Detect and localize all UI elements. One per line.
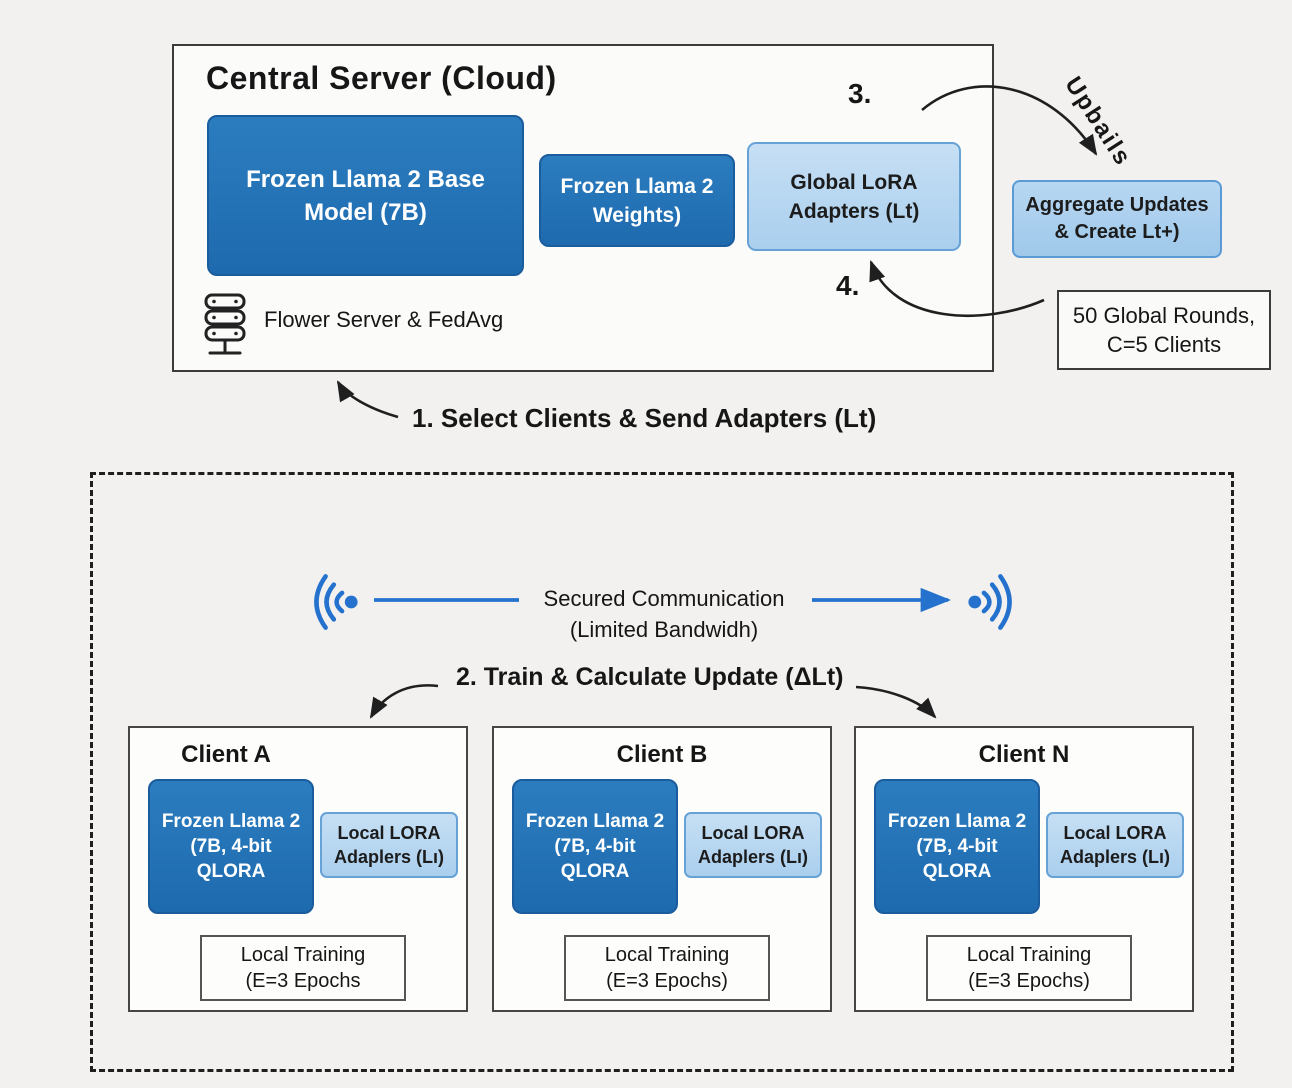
global-lora-adapters-box: Global LoRA Adapters (Lt) (747, 142, 961, 251)
client-n-model-box: Frozen Llama 2 (7B, 4-bit QLORA (874, 779, 1040, 914)
global-rounds-box: 50 Global Rounds, C=5 Clients (1057, 290, 1271, 370)
clients-zone (90, 472, 1234, 1072)
client-a-model-box: Frozen Llama 2 (7B, 4-bit QLORA (148, 779, 314, 914)
client-n-training-box: Local Training (E=3 Epochs) (926, 935, 1132, 1001)
wifi-left-icon (314, 574, 358, 630)
aggregate-updates-box: Aggregate Updates & Create Lt+) (1012, 180, 1222, 258)
client-b-model-box: Frozen Llama 2 (7B, 4-bit QLORA (512, 779, 678, 914)
secured-communication-label: Secured Communication (Limited Bandwidh) (543, 586, 785, 642)
step1-label: 1. Select Clients & Send Adapters (Lt) (412, 403, 877, 433)
step3-label: 3. (848, 78, 872, 109)
central-server-title: Central Server (Cloud) (206, 60, 557, 96)
frozen-weights-box: Frozen Llama 2 Weights) (539, 154, 735, 247)
client-n-panel: Client N Frozen Llama 2 (7B, 4-bit QLORA… (854, 726, 1194, 1012)
client-b-training-box: Local Training (E=3 Epochs) (564, 935, 770, 1001)
arrow-step1-to-server (336, 380, 399, 419)
central-server-panel: Central Server (Cloud) Frozen Llama 2 Ba… (172, 44, 994, 372)
client-b-adapters-box: Local LORA Adaplers (Lı) (684, 812, 822, 878)
wifi-right-icon (968, 574, 1012, 630)
server-stack-icon (204, 293, 246, 355)
step2-label: 2. Train & Calculate Update (ΔLt) (456, 663, 844, 691)
client-a-adapters-box: Local LORA Adaplers (Lı) (320, 812, 458, 878)
client-n-title: Client N (978, 741, 1070, 768)
client-a-title: Client A (181, 741, 271, 768)
step4-label: 4. (836, 270, 860, 301)
client-a-panel: Client A Frozen Llama 2 (7B, 4-bit QLORA… (128, 726, 468, 1012)
client-b-panel: Client B Frozen Llama 2 (7B, 4-bit QLORA… (492, 726, 832, 1012)
client-a-training-box: Local Training (E=3 Epochs (200, 935, 406, 1001)
flower-server-label: Flower Server & FedAvg (264, 307, 504, 332)
uploads-label: Upbails (1059, 72, 1137, 172)
frozen-base-model-box: Frozen Llama 2 Base Model (7B) (207, 115, 524, 276)
client-n-adapters-box: Local LORA Adaplers (Lı) (1046, 812, 1184, 878)
client-b-title: Client B (616, 741, 708, 768)
